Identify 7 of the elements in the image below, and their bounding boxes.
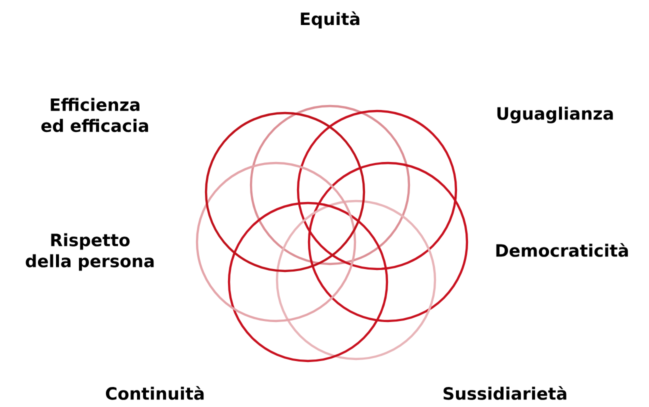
label: Continuità bbox=[106, 386, 204, 400]
label: Rispetto della persona bbox=[26, 233, 154, 271]
label: Efficienza ed efficacia bbox=[41, 98, 148, 132]
label: Equità bbox=[300, 11, 360, 29]
label: Democraticità bbox=[496, 243, 628, 257]
label: Sussidiarietà bbox=[444, 386, 566, 400]
label: Uguaglianza bbox=[497, 106, 613, 124]
